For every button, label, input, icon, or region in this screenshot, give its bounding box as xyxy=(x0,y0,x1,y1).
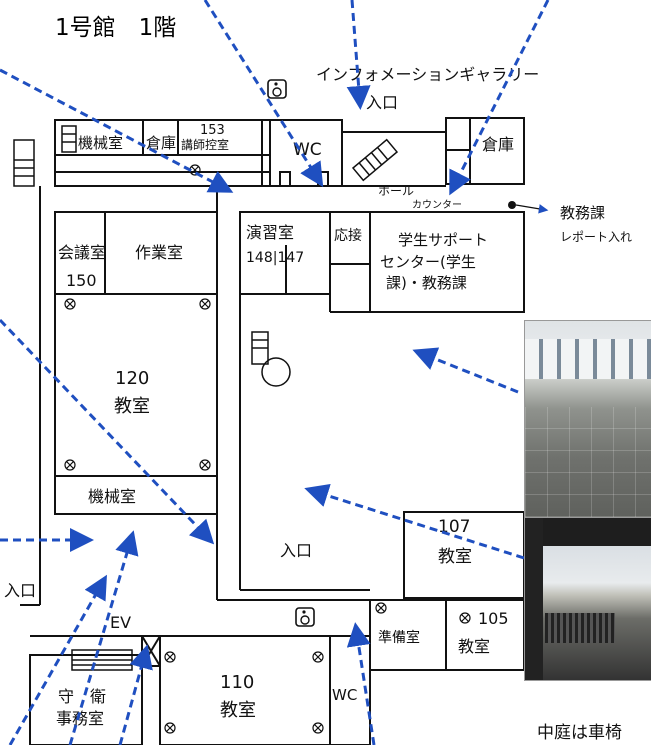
room-120-name: 教室 xyxy=(114,396,150,417)
label-academic-affairs: 教務課 xyxy=(560,204,605,222)
label-counter: カウンター xyxy=(412,199,462,211)
label-entrance-west: 入口 xyxy=(4,581,36,600)
room-150: 150 xyxy=(66,271,97,290)
photo-direction-arrows xyxy=(0,0,550,745)
wheelchair-icon xyxy=(267,79,287,99)
photo-building-facade xyxy=(525,339,651,379)
room-student-support-2: センター(学生 xyxy=(380,253,476,271)
photo-paving xyxy=(525,407,651,517)
photo-floor-mat xyxy=(545,613,615,643)
map-title: 1号館 1階 xyxy=(55,15,176,41)
label-elevator: EV xyxy=(110,613,131,632)
arrow-to-elevator xyxy=(118,644,153,745)
label-entrance-center: 入口 xyxy=(280,541,312,560)
student-support-center xyxy=(369,211,525,313)
arrow-to-wc-south xyxy=(346,622,376,745)
room-120-number: 120 xyxy=(115,368,149,389)
room-storage-north: 倉庫 xyxy=(146,134,176,152)
room-storage-east: 倉庫 xyxy=(482,135,514,154)
arrow-to-courtyard-south xyxy=(304,484,525,560)
courtyard-photo-bottom xyxy=(524,517,651,681)
room-wc-north: WC xyxy=(293,140,322,160)
arrow-to-wc-north xyxy=(203,0,324,188)
room-107-number: 107 xyxy=(438,517,470,537)
room-student-support-3: 課)・教務課 xyxy=(386,274,467,292)
room-prep: 準備室 xyxy=(378,629,420,646)
label-entrance-north: 入口 xyxy=(366,93,398,112)
room-conference: 会議室 xyxy=(58,243,106,262)
room-wc-south: WC xyxy=(332,686,357,704)
north-wing-outline xyxy=(54,119,343,187)
room-guard-1: 守 衛 xyxy=(58,687,106,706)
courtyard-caption: 中庭は車椅 xyxy=(537,723,622,743)
room-153-number: 153 xyxy=(200,123,225,138)
wheelchair-icon-south xyxy=(295,607,315,627)
arrow-from-guard xyxy=(8,574,107,745)
arrow-to-machine-south xyxy=(68,530,139,745)
arrow-to-west-corridor xyxy=(0,318,215,545)
room-148-147: 148|147 xyxy=(246,250,304,266)
room-reception: 応接 xyxy=(334,227,362,244)
room-lecturer: 講師控室 xyxy=(181,137,229,152)
room-machine-north: 機械室 xyxy=(78,134,123,152)
room-107-name: 教室 xyxy=(438,547,472,567)
arrow-to-entrance-north xyxy=(346,0,371,110)
arrow-to-courtyard-north xyxy=(412,347,519,394)
room-guard-2: 事務室 xyxy=(56,709,104,728)
photo-canopy xyxy=(525,518,651,546)
room-110-number: 110 xyxy=(220,672,254,693)
label-info-gallery: インフォメーションギャラリー xyxy=(316,65,539,84)
building-walls xyxy=(20,117,525,745)
arrow-to-counter xyxy=(449,0,550,196)
courtyard-photo-top xyxy=(524,320,651,518)
counter-pointer-line xyxy=(515,204,549,214)
room-105-number: 105 xyxy=(478,609,509,628)
room-110-name: 教室 xyxy=(220,700,256,721)
room-workroom: 作業室 xyxy=(135,243,183,262)
arrow-to-hall-corridor xyxy=(0,68,234,193)
stairs-icons xyxy=(13,125,399,671)
room-student-support-1: 学生サポート xyxy=(398,231,488,249)
room-105-name: 教室 xyxy=(458,637,490,656)
counter-report-box-marker xyxy=(508,201,516,209)
room-machine-south: 機械室 xyxy=(88,487,136,506)
label-hall: ホール xyxy=(378,184,414,198)
photo-wall xyxy=(525,518,543,680)
label-report-box: レポート入れ xyxy=(560,230,632,244)
room-seminar: 演習室 xyxy=(246,223,294,242)
